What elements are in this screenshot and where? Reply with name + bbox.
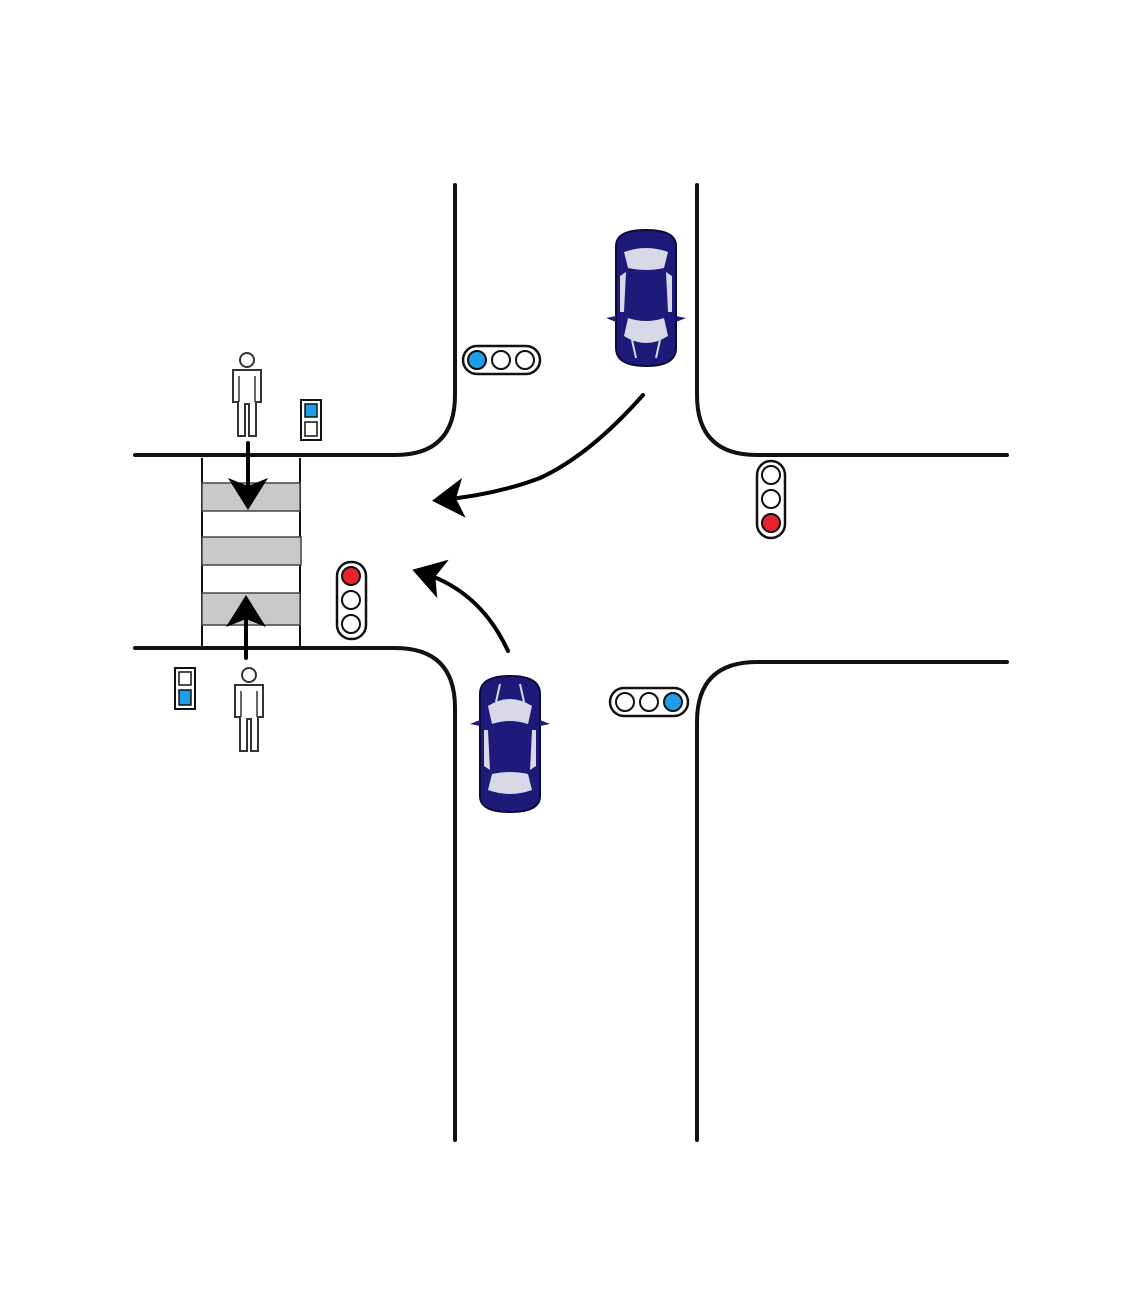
crosswalk bbox=[201, 458, 302, 646]
signal-lamp bbox=[341, 566, 361, 586]
crosswalk-stripe bbox=[201, 536, 302, 566]
traffic-signal-west bbox=[335, 560, 368, 641]
signal-lamp bbox=[761, 465, 781, 485]
car-icon bbox=[469, 675, 551, 813]
person-icon bbox=[232, 352, 262, 437]
signal-lamp bbox=[761, 489, 781, 509]
ped-lamp bbox=[304, 421, 318, 437]
road-edges bbox=[133, 183, 1009, 1142]
ped-lamp bbox=[304, 403, 318, 418]
road-edge-north-east bbox=[695, 183, 1009, 457]
traffic-signal-east bbox=[755, 459, 787, 540]
traffic-signal-north bbox=[461, 344, 542, 376]
road-edge-south-east bbox=[695, 660, 1009, 1142]
pedestrian-signal-north bbox=[300, 399, 322, 441]
road-edge-south-west bbox=[133, 646, 457, 1142]
signal-lamp bbox=[467, 350, 487, 370]
arrow-car-northbound-path bbox=[412, 559, 510, 653]
ped-lamp bbox=[178, 671, 192, 686]
signal-lamp bbox=[639, 692, 659, 712]
car-icon bbox=[605, 229, 687, 367]
signal-lamp bbox=[341, 590, 361, 610]
signal-lamp bbox=[761, 513, 781, 533]
signal-lamp bbox=[491, 350, 511, 370]
signal-lamp bbox=[341, 614, 361, 634]
pedestrian-signal-south bbox=[174, 667, 196, 710]
signal-lamp bbox=[663, 692, 683, 712]
signal-lamp bbox=[515, 350, 535, 370]
road-edge-north-west bbox=[133, 183, 457, 457]
ped-lamp bbox=[178, 689, 192, 706]
person-icon bbox=[234, 667, 264, 752]
arrow-car-southbound-path bbox=[432, 393, 645, 518]
crosswalk-stripe bbox=[201, 482, 301, 512]
signal-lamp bbox=[615, 692, 635, 712]
traffic-signal-south bbox=[608, 686, 690, 718]
crosswalk-stripe bbox=[201, 592, 301, 626]
